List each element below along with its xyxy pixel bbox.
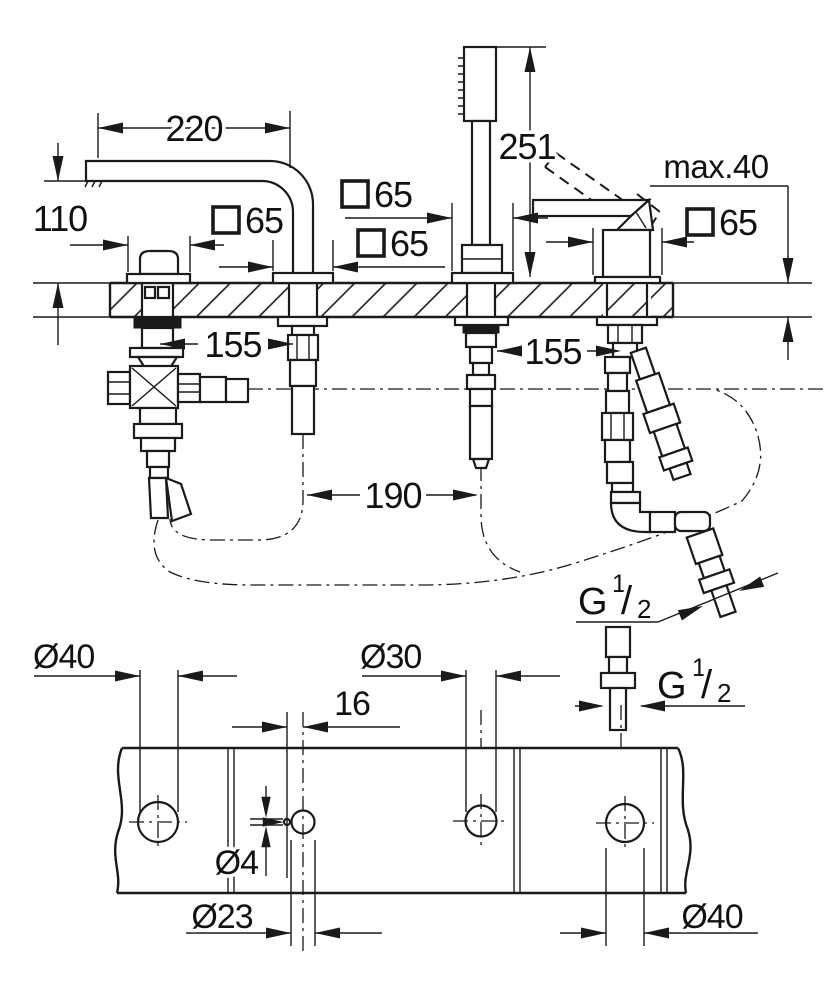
break-line-left [114, 747, 124, 894]
dim-label-155-left: 155 [204, 324, 261, 365]
dim-label-d23: Ø23 [191, 898, 252, 936]
shower-hose-connection [453, 315, 510, 470]
dim-label-190: 190 [364, 475, 421, 516]
dim-label-16: 16 [334, 685, 370, 723]
dim-escutcheon-shower: 65 [340, 171, 548, 271]
thread-slash: / [621, 579, 633, 623]
dim-label-65-handle: 65 [719, 202, 757, 243]
dim-spout-height: 110 [29, 143, 92, 345]
thread-slash: / [701, 663, 713, 707]
under-deck-connections [106, 315, 737, 732]
break-line-right [676, 747, 692, 894]
thread-sup: 1 [692, 654, 706, 682]
deck-plan-outline [114, 746, 692, 895]
thread-sub: 2 [717, 678, 731, 708]
dim-deck-thickness: max.40 [650, 145, 794, 360]
dim-label-65-knob: 65 [245, 200, 283, 241]
dim-hole-handle: Ø40 [560, 848, 758, 946]
dim-label-110: 110 [33, 198, 87, 239]
square-icon [340, 179, 370, 209]
dim-label-65-spout: 65 [390, 223, 428, 264]
hand-shower [450, 45, 515, 285]
tub-spout [84, 159, 335, 285]
vertical-thread-end [599, 625, 637, 732]
dim-escutcheon-knob: 65 [70, 197, 288, 272]
handle-shank [603, 281, 651, 319]
dim-pin-hole: Ø4 [211, 786, 284, 886]
dim-label-220: 220 [165, 108, 222, 149]
thread-sup: 1 [612, 570, 626, 598]
spout-shank [287, 281, 319, 319]
drill-holes [129, 705, 654, 952]
hose-routing-centerlines [153, 388, 828, 586]
dim-hole-knob: Ø40 [30, 635, 237, 814]
spout-connection [276, 315, 329, 436]
handle-supply-hoses [595, 315, 737, 732]
square-icon [685, 207, 715, 237]
lever-alt-position [544, 152, 632, 217]
dim-label-d4: Ø4 [215, 844, 258, 882]
dim-label-d40-right: Ø40 [681, 898, 742, 936]
dim-label-max40: max.40 [663, 148, 768, 185]
shower-shank [465, 281, 497, 319]
dim-label-d40-left: Ø40 [33, 638, 94, 676]
dim-hole-spout: Ø23 [186, 840, 382, 946]
diverter-valve-assembly [106, 316, 250, 523]
dim-spacing-spout-shower: 190 [307, 472, 478, 520]
mounting-deck [33, 281, 812, 319]
thread-g: G [657, 665, 687, 707]
dim-spacing-knob-spout: 155 [160, 321, 293, 369]
elbow-fitting [609, 501, 652, 534]
thread-g: G [578, 581, 608, 623]
dimensions-side-view: 220 110 251 max.40 [29, 46, 794, 712]
dim-spout-reach: 220 [97, 105, 291, 168]
dim-label-251: 251 [498, 126, 555, 167]
plan-view: Ø40 Ø30 16 [30, 635, 758, 952]
square-icon [356, 228, 386, 258]
hot-supply-hose [629, 346, 694, 482]
dim-label-155-right: 155 [524, 331, 581, 372]
dim-escutcheon-spout: 65 [219, 220, 445, 273]
thread-callout-diagonal: G 1 / 2 [575, 567, 779, 628]
thread-sub: 2 [637, 594, 651, 624]
dim-label-65-shower: 65 [374, 174, 412, 215]
square-icon [211, 205, 241, 235]
dim-pin-offset: 16 [232, 682, 400, 878]
thread-callout-vertical: G 1 / 2 [575, 651, 745, 712]
diverter-knob [125, 249, 192, 285]
dim-handshower-height: 251 [495, 46, 560, 277]
dim-escutcheon-handle: 65 [546, 199, 762, 275]
lever-handle [531, 152, 662, 285]
diagonal-thread-end [685, 527, 737, 619]
dim-hole-shower: Ø30 [357, 635, 560, 812]
knob-shank [140, 281, 175, 319]
dim-label-d30: Ø30 [360, 638, 421, 676]
dim-spacing-shower-handle: 155 [497, 328, 621, 376]
